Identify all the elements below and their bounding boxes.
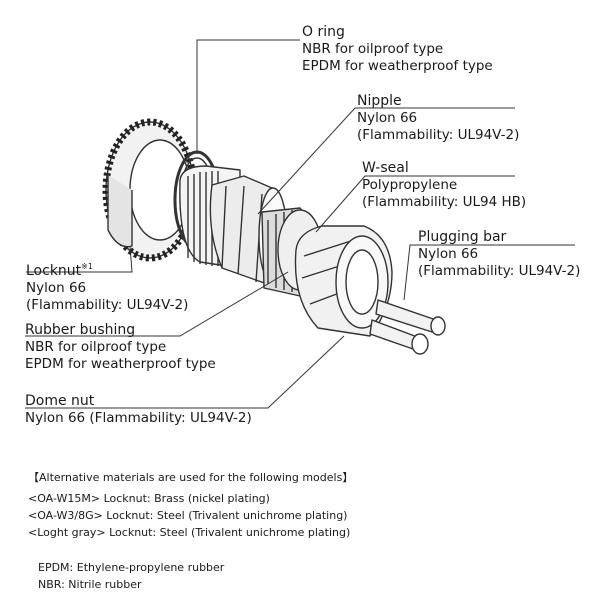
glossary-epdm: EPDM: Ethylene-propylene rubber [38, 561, 225, 574]
nipple-title: Nipple [357, 93, 402, 109]
locknut-line-2: (Flammability: UL94V-2) [26, 297, 189, 313]
notes-heading: 【Alternative materials are used for the … [28, 471, 354, 484]
leader-plugging-bar [403, 244, 575, 301]
rubber-bushing-title: Rubber bushing [25, 322, 136, 338]
o-ring-line-1: NBR for oilproof type [302, 41, 444, 57]
leader-locknut [26, 245, 133, 273]
plugging-bar-part [369, 299, 446, 355]
label-plugging-bar: Plugging bar Nylon 66 (Flammability: UL9… [418, 229, 580, 280]
leader-nipple [257, 107, 515, 215]
notes-row: <Loght gray> Locknut: Steel (Trivalent u… [28, 526, 351, 539]
rubber-bushing-line-2: EPDM for weatherproof type [25, 356, 216, 372]
label-nipple: Nipple Nylon 66 (Flammability: UL94V-2) [357, 93, 519, 144]
label-locknut: Locknut※1 Nylon 66 (Flammability: UL94V-… [26, 258, 188, 314]
dome-nut-line-1: Nylon 66 (Flammability: UL94V-2) [25, 410, 252, 426]
o-ring-line-2: EPDM for weatherproof type [302, 58, 493, 74]
leader-dome-nut [25, 335, 345, 409]
locknut-title: Locknut [26, 263, 82, 279]
abbreviation-glossary: EPDM: Ethylene-propylene rubber NBR: Nit… [38, 559, 224, 593]
notes-row: <OA-W15M> Locknut: Brass (nickel plating… [28, 492, 270, 505]
w-seal-line-2: (Flammability: UL94 HB) [362, 194, 527, 210]
dome-nut-title: Dome nut [25, 393, 95, 409]
locknut-footnote-mark: ※1 [81, 262, 93, 271]
locknut-line-1: Nylon 66 [26, 280, 87, 296]
notes-row: <OA-W3/8G> Locknut: Steel (Trivalent uni… [28, 509, 348, 522]
rubber-bushing-line-1: NBR for oilproof type [25, 339, 167, 355]
plugging-bar-line-2: (Flammability: UL94V-2) [418, 263, 581, 279]
label-w-seal: W-seal Polypropylene (Flammability: UL94… [362, 160, 526, 211]
glossary-nbr: NBR: Nitrile rubber [38, 578, 142, 591]
leader-rubber-bushing [25, 271, 289, 337]
nipple-line-1: Nylon 66 [357, 110, 418, 126]
leader-lines [25, 39, 575, 409]
label-rubber-bushing: Rubber bushing NBR for oilproof type EPD… [25, 322, 216, 373]
leader-w-seal [315, 175, 515, 233]
label-o-ring: O ring NBR for oilproof type EPDM for we… [302, 24, 493, 75]
leader-o-ring [196, 39, 300, 154]
o-ring-title: O ring [302, 24, 345, 40]
plugging-bar-title: Plugging bar [418, 229, 507, 245]
dome-nut-part [294, 225, 393, 337]
w-seal-line-1: Polypropylene [362, 177, 458, 193]
plugging-bar-line-1: Nylon 66 [418, 246, 479, 262]
w-seal-title: W-seal [362, 160, 409, 176]
label-dome-nut: Dome nut Nylon 66 (Flammability: UL94V-2… [25, 393, 252, 427]
nipple-line-2: (Flammability: UL94V-2) [357, 127, 520, 143]
alternative-materials-notes: 【Alternative materials are used for the … [28, 469, 353, 541]
